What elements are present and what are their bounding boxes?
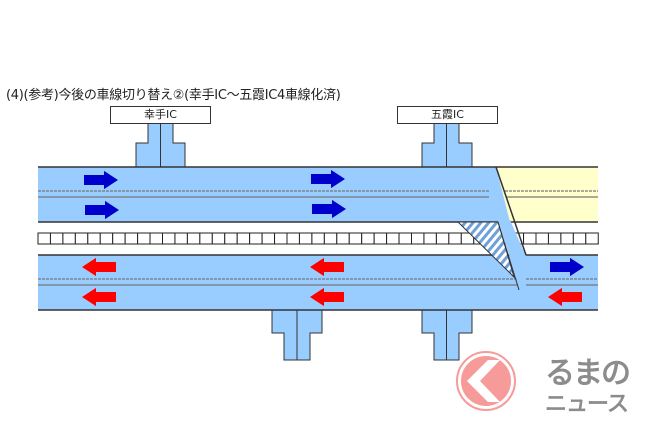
- median-block: [286, 232, 300, 245]
- median-block: [49, 232, 64, 245]
- median-block: [323, 232, 338, 245]
- median-block: [62, 232, 76, 245]
- crossover-lane: [456, 166, 527, 291]
- median-block: [423, 232, 437, 245]
- logo-mark: [456, 351, 516, 411]
- median-block: [361, 232, 375, 245]
- ramp-goka-north: [421, 121, 473, 168]
- ramp-satte-north: [135, 121, 186, 168]
- interchange-label-satte: 幸手IC: [110, 106, 211, 124]
- median-block: [224, 232, 238, 245]
- median-block: [174, 232, 188, 245]
- arrow-left-icon: [548, 287, 582, 307]
- median-block: [37, 232, 51, 245]
- median-block: [535, 232, 549, 245]
- arrow-right-icon: [84, 170, 118, 190]
- median-block: [112, 232, 126, 245]
- arrow-left-icon: [310, 287, 344, 307]
- median-block: [560, 232, 574, 245]
- median-block: [236, 232, 251, 245]
- arrow-left-icon: [82, 257, 116, 277]
- median-block: [149, 232, 164, 245]
- median-block: [298, 232, 313, 245]
- median-block: [411, 232, 425, 245]
- median-block: [99, 232, 114, 245]
- closed-area: [496, 167, 598, 222]
- median-block: [274, 232, 288, 245]
- median-block: [249, 232, 263, 245]
- median-block: [261, 232, 276, 245]
- median-block: [211, 232, 226, 245]
- median-block: [547, 232, 562, 245]
- ramp-goka-south: [421, 309, 473, 361]
- median-block: [311, 232, 325, 245]
- median-block: [124, 232, 139, 245]
- logo-text-line1: るまの: [545, 356, 631, 391]
- median-block: [74, 232, 89, 245]
- interchange-label-goka: 五霞IC: [397, 106, 498, 124]
- ramp-satte-south: [271, 309, 323, 361]
- median-block: [137, 232, 151, 245]
- arrow-left-icon: [82, 287, 116, 307]
- arrow-right-icon: [85, 200, 119, 220]
- diagram-title: (4)(参考)今後の車線切り替え②(幸手IC～五霞IC4車線化済): [6, 88, 341, 103]
- median-block: [186, 232, 201, 245]
- median-block: [572, 232, 587, 245]
- median-block: [199, 232, 213, 245]
- median-block: [398, 232, 412, 245]
- arrow-right-icon: [312, 199, 346, 219]
- median-block: [348, 232, 363, 245]
- median-block: [87, 232, 101, 245]
- median-block: [336, 232, 350, 245]
- median-block: [585, 232, 599, 245]
- median-block: [373, 232, 388, 245]
- arrow-left-icon: [310, 257, 344, 277]
- median-block: [523, 232, 537, 245]
- median-block: [162, 232, 176, 245]
- median-block: [435, 232, 450, 245]
- arrow-right-icon: [550, 257, 584, 277]
- median-block: [448, 232, 462, 245]
- median-block: [386, 232, 400, 245]
- logo-text-line2: ニュース: [545, 392, 629, 417]
- arrow-right-icon: [311, 169, 345, 189]
